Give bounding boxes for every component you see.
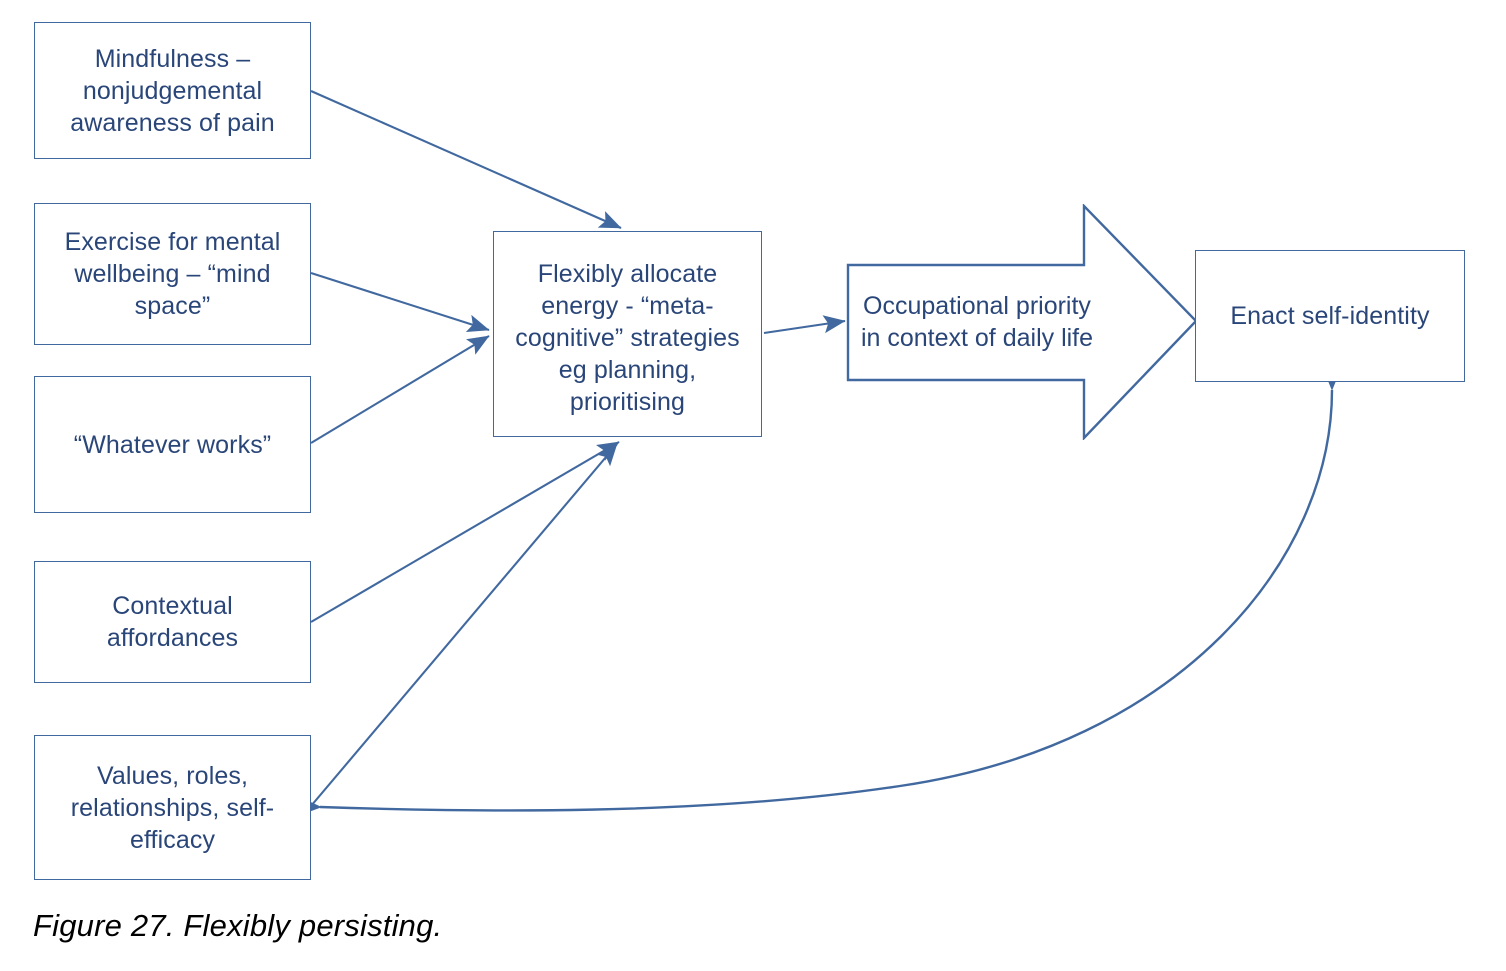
- edge-contextual-to-flexibly: [310, 441, 620, 623]
- node-values-roles-relationships[interactable]: Values, roles, relationships, self- effi…: [34, 735, 311, 880]
- node-enact-self-identity[interactable]: Enact self-identity: [1195, 250, 1465, 382]
- node-whatever-works[interactable]: “Whatever works”: [34, 376, 311, 513]
- edge-exercise-to-flexibly: [310, 272, 490, 333]
- node-contextual-affordances[interactable]: Contextual affordances: [34, 561, 311, 683]
- node-values-roles-relationships-label: Values, roles, relationships, self- effi…: [70, 761, 275, 854]
- edge-enact-to-values-feedback: [296, 365, 1343, 817]
- node-occupational-priority[interactable]: Occupational priority in context of dail…: [846, 204, 1198, 440]
- block-arrow-right-icon: [846, 204, 1198, 440]
- node-contextual-affordances-label: Contextual affordances: [106, 592, 239, 652]
- node-enact-self-identity-label: Enact self-identity: [1230, 302, 1430, 330]
- node-occupational-priority-label: Occupational priority in context of dail…: [860, 292, 1094, 352]
- node-exercise[interactable]: Exercise for mental wellbeing – “mind sp…: [34, 203, 311, 345]
- edge-flexibly-to-occupational: [763, 315, 846, 335]
- node-mindfulness-label: Mindfulness – nonjudgemental awareness o…: [70, 44, 275, 137]
- edge-mindfulness-to-flexibly: [310, 90, 622, 229]
- node-mindfulness[interactable]: Mindfulness – nonjudgemental awareness o…: [34, 22, 311, 159]
- node-exercise-label: Exercise for mental wellbeing – “mind sp…: [64, 228, 281, 320]
- node-flexibly-allocate-energy-label: Flexibly allocate energy - “meta- cognit…: [515, 260, 740, 416]
- edge-whatever-to-flexibly: [310, 335, 490, 444]
- figure-caption: Figure 27. Flexibly persisting.: [33, 908, 443, 943]
- node-whatever-works-label: “Whatever works”: [73, 430, 272, 459]
- node-flexibly-allocate-energy[interactable]: Flexibly allocate energy - “meta- cognit…: [493, 231, 762, 437]
- edge-values-to-flexibly: [310, 443, 618, 807]
